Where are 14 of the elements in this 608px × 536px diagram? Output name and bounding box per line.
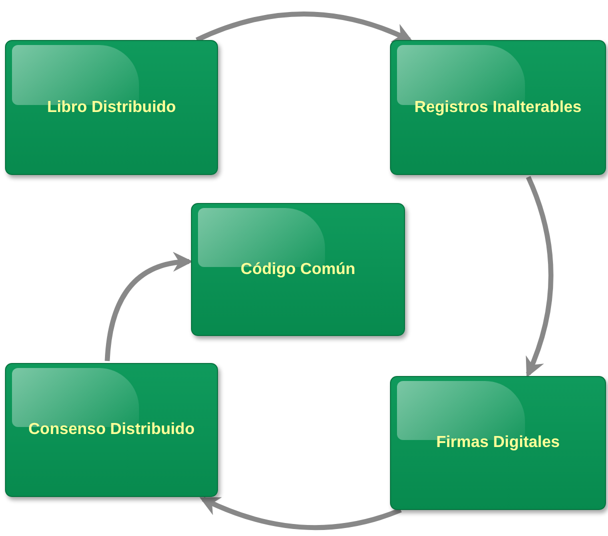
box-label: Libro Distribuido [46,98,177,116]
process-box [390,376,606,510]
process-box [191,203,405,336]
process-box [5,40,218,175]
process-box [5,363,218,497]
box-label: Firmas Digitales [435,434,561,452]
curved-arrow [525,176,554,378]
box-label: Código Común [240,260,356,278]
curved-arrow [104,252,193,362]
curved-arrow [196,12,414,42]
process-box [390,40,606,175]
box-label: Consenso Distribuido [27,421,196,439]
curved-arrow [199,496,402,530]
box-label: Registros Inalterables [413,98,583,116]
